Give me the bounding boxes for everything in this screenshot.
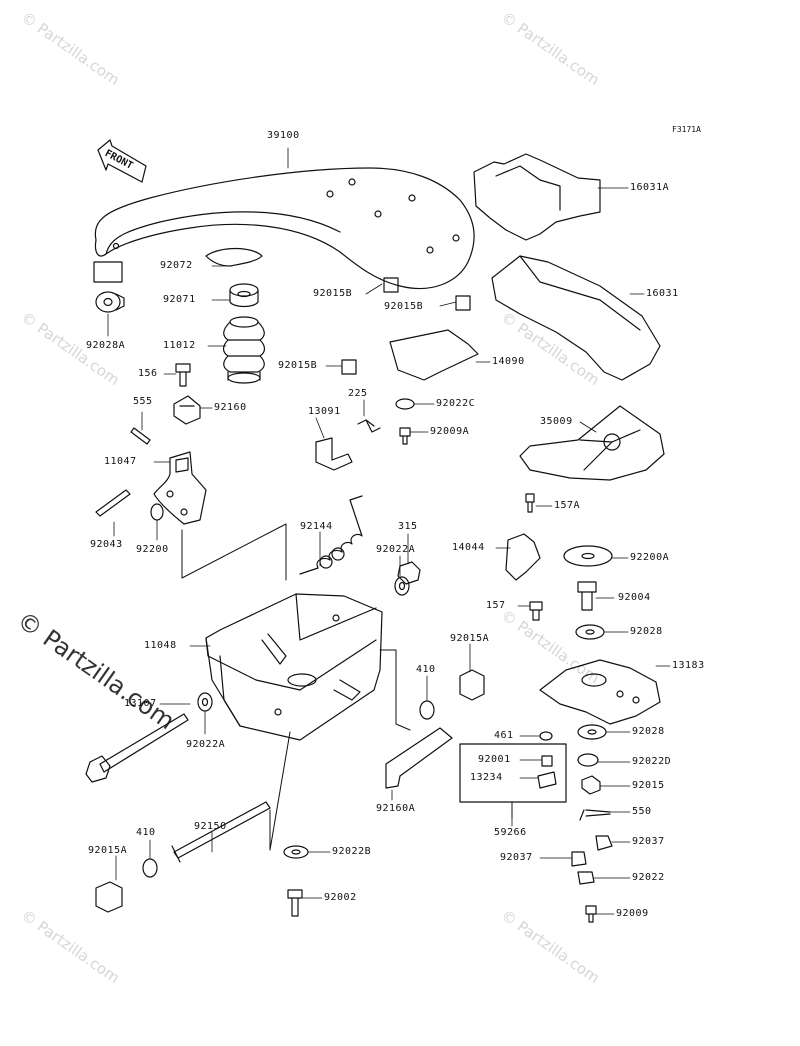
part-label[interactable]: 92200: [136, 544, 169, 555]
seat-part: [94, 167, 475, 290]
part-label[interactable]: 11048: [144, 640, 177, 651]
grommet-92028a: [95, 291, 125, 313]
part-label[interactable]: 550: [632, 806, 652, 817]
part-label[interactable]: 11012: [163, 340, 196, 351]
spring-92144: [299, 495, 363, 575]
part-label[interactable]: 156: [138, 368, 158, 379]
part-label[interactable]: 92144: [300, 521, 333, 532]
part-label[interactable]: 92160: [214, 402, 247, 413]
part-label[interactable]: 315: [398, 521, 418, 532]
part-label[interactable]: 14044: [452, 542, 485, 553]
bellows-11012: [222, 316, 266, 384]
part-label[interactable]: 35009: [540, 416, 573, 427]
part-label[interactable]: 225: [348, 388, 368, 399]
part-label[interactable]: 13091: [308, 406, 341, 417]
part-label[interactable]: 92009: [616, 908, 649, 919]
part-label[interactable]: 461: [494, 730, 514, 741]
bolt-13107: [85, 713, 189, 783]
part-label[interactable]: 14090: [492, 356, 525, 367]
part-label[interactable]: 39100: [267, 130, 300, 141]
part-label[interactable]: 157A: [554, 500, 581, 511]
plate-13183: [539, 659, 661, 725]
part-label[interactable]: 92028: [630, 626, 663, 637]
part-label[interactable]: 11047: [104, 456, 137, 467]
part-label[interactable]: 13183: [672, 660, 705, 671]
part-label[interactable]: 92022B: [332, 846, 372, 857]
part-label[interactable]: 92037: [500, 852, 533, 863]
part-label[interactable]: 92028: [632, 726, 665, 737]
part-label[interactable]: 92022A: [186, 739, 226, 750]
part-label[interactable]: 92001: [478, 754, 511, 765]
part-label[interactable]: 92015A: [88, 845, 128, 856]
part-label[interactable]: 92022A: [376, 544, 416, 555]
part-label[interactable]: 410: [416, 664, 436, 675]
front-arrow-icon: [97, 139, 147, 183]
part-label[interactable]: 92015A: [450, 633, 490, 644]
part-label[interactable]: 92200A: [630, 552, 670, 563]
part-label[interactable]: 16031A: [630, 182, 670, 193]
frame-35009: [519, 405, 665, 481]
part-label[interactable]: 13234: [470, 772, 503, 783]
part-label[interactable]: 92022D: [632, 756, 672, 767]
cover-16031: [491, 255, 661, 381]
part-label[interactable]: 92022: [632, 872, 665, 883]
part-label[interactable]: 92015B: [313, 288, 353, 299]
part-label[interactable]: 92071: [163, 294, 196, 305]
part-label[interactable]: 92160A: [376, 803, 416, 814]
tray-11048: [205, 593, 383, 741]
part-label[interactable]: 13107: [124, 698, 157, 709]
part-label[interactable]: 92015B: [384, 301, 424, 312]
cover-16031a: [473, 153, 601, 241]
part-label[interactable]: 92004: [618, 592, 651, 603]
part-label[interactable]: 92022C: [436, 398, 476, 409]
figure-code: F3171A: [672, 125, 701, 134]
part-label[interactable]: 157: [486, 600, 506, 611]
part-label[interactable]: 92072: [160, 260, 193, 271]
part-label[interactable]: 92150: [194, 821, 227, 832]
part-label[interactable]: 92043: [90, 539, 123, 550]
part-label[interactable]: 92037: [632, 836, 665, 847]
part-label[interactable]: 92009A: [430, 426, 470, 437]
part-label[interactable]: 555: [133, 396, 153, 407]
part-label[interactable]: 59266: [494, 827, 527, 838]
part-label[interactable]: 92015B: [278, 360, 318, 371]
part-label[interactable]: 92002: [324, 892, 357, 903]
part-label[interactable]: 92015: [632, 780, 665, 791]
part-label[interactable]: 92028A: [86, 340, 126, 351]
part-label[interactable]: 410: [136, 827, 156, 838]
part-label[interactable]: 16031: [646, 288, 679, 299]
bracket-11047: [153, 451, 207, 525]
